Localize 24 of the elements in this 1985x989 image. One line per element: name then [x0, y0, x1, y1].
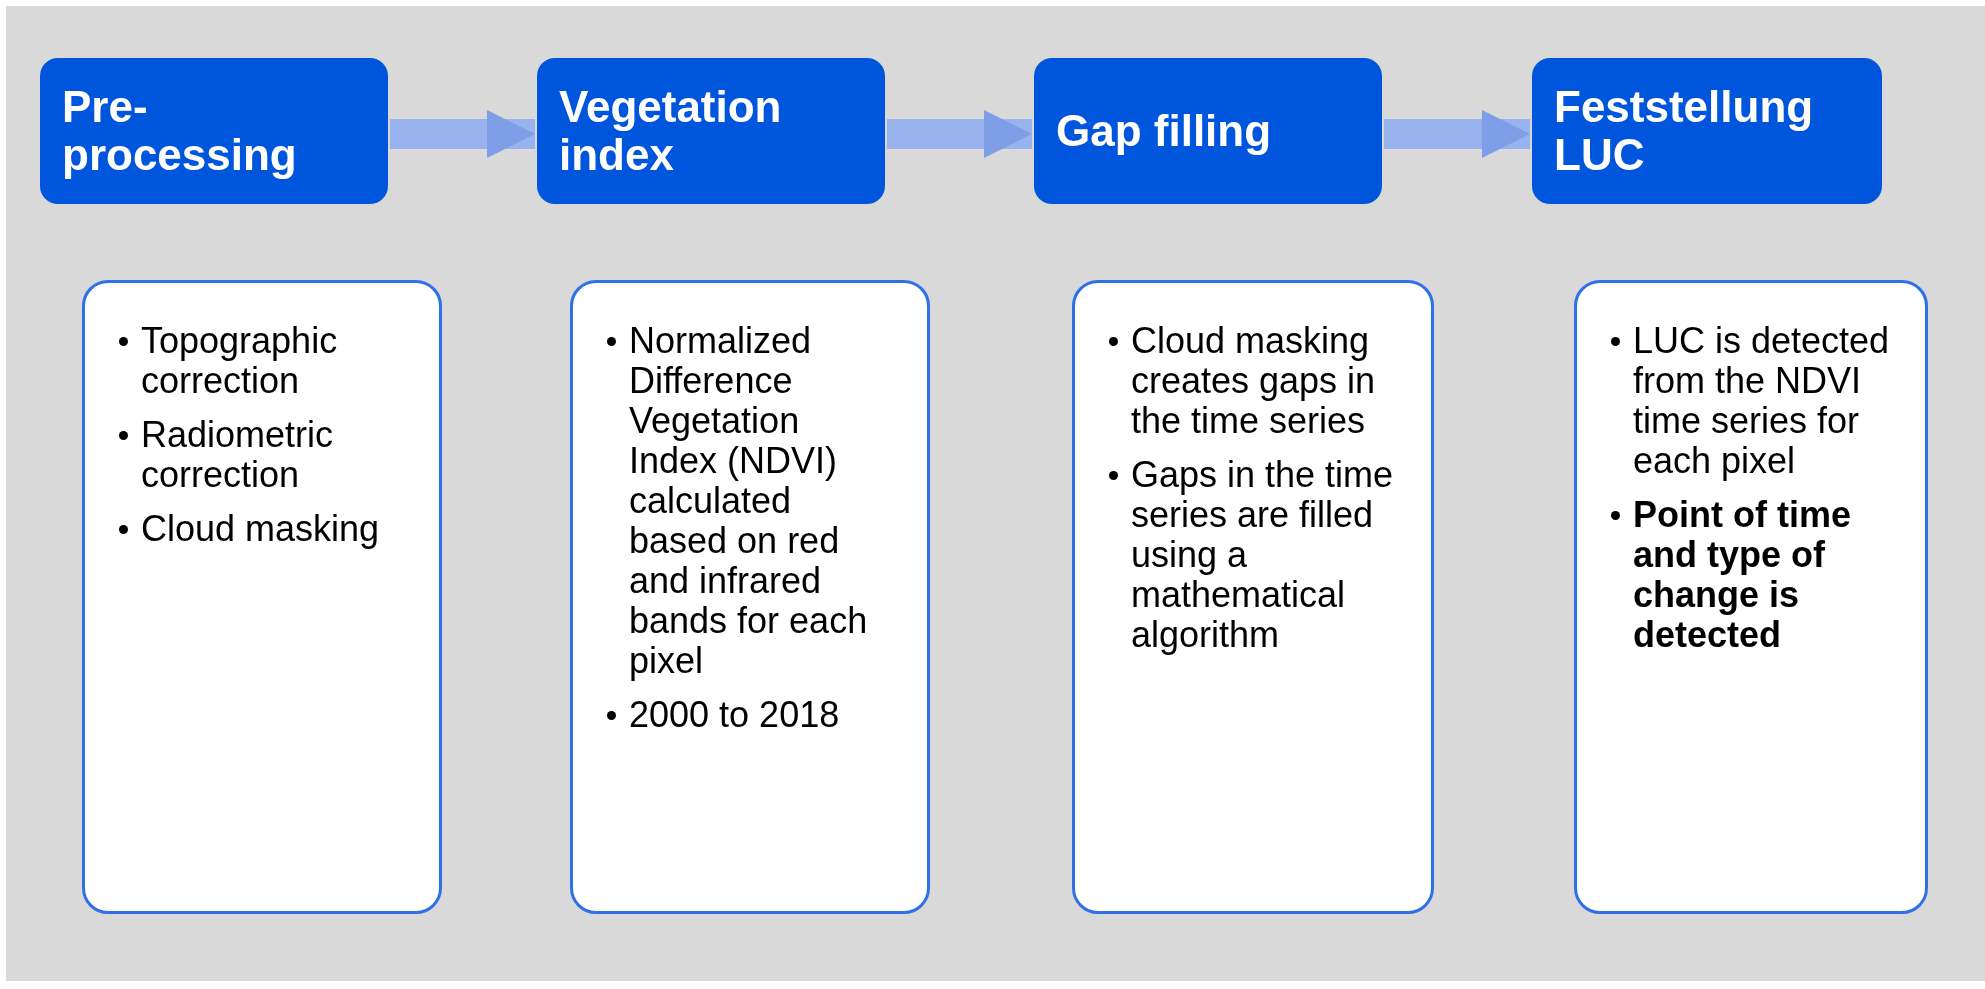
arrow [887, 110, 1032, 158]
step-title: Pre-processing [62, 83, 298, 179]
arrow [1384, 110, 1530, 158]
bullet-text: LUC is detected from the NDVI time series for each pixel [1633, 321, 1891, 481]
bullet-text: Cloud masking [141, 509, 381, 549]
bullet-text: Point of time and type of change is detected [1633, 495, 1852, 655]
bullet-text: Gaps in the time series are filled using a mathematical algorithm [1131, 455, 1395, 655]
arrow [390, 110, 535, 158]
step-title: Gap filling [1056, 107, 1272, 155]
details-card [82, 280, 442, 914]
step-header [1034, 58, 1382, 204]
details-card [1072, 280, 1434, 914]
step-title: Vegetation index [559, 83, 783, 179]
bullet-text: Normalized Difference Vegetation Index (NDVI) calculated based on red and infrared bands for each pixel [629, 321, 869, 681]
details-card [1574, 280, 1928, 914]
step-header [537, 58, 885, 204]
bullet-text: Cloud masking creates gaps in the time series [1131, 321, 1377, 441]
details-card [570, 280, 930, 914]
bullet-text: Radiometric correction [141, 415, 335, 495]
step-header [40, 58, 388, 204]
bullet-text: 2000 to 2018 [629, 695, 841, 735]
step-title: Feststellung LUC [1554, 83, 1815, 179]
bullet-text: Topographic correction [141, 321, 339, 401]
step-header [1532, 58, 1882, 204]
